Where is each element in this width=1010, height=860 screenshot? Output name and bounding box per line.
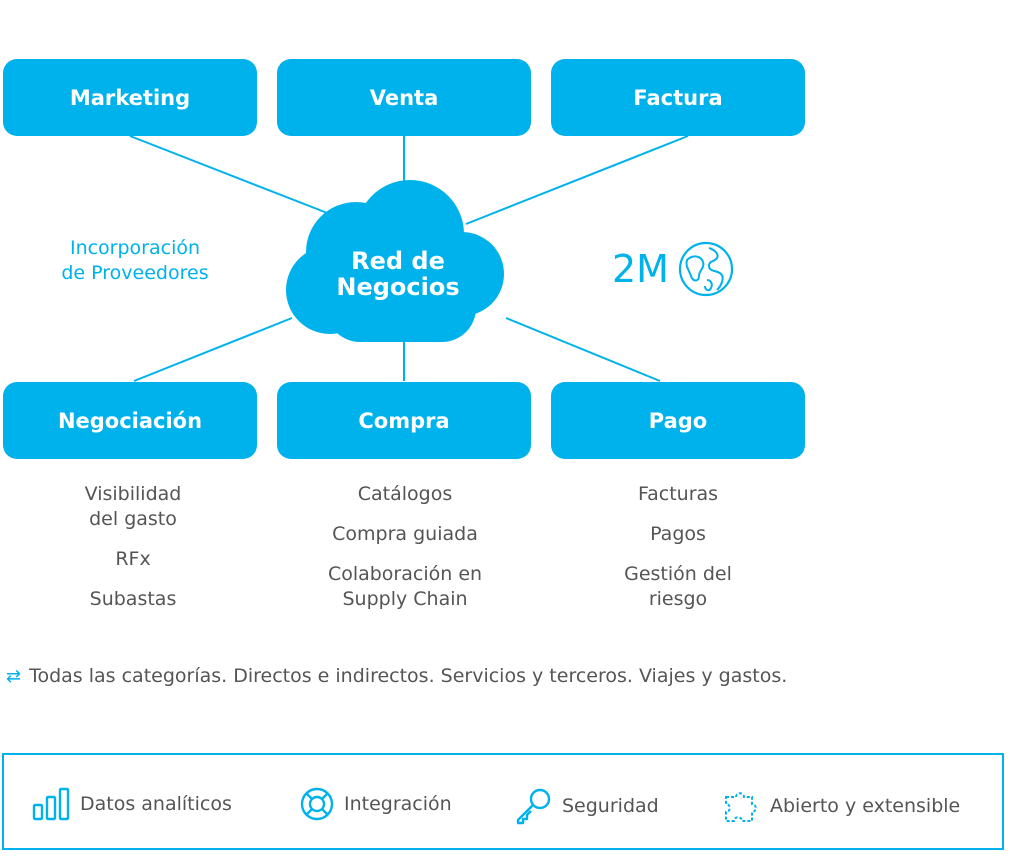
- cloud-label-line2: Negocios: [336, 273, 460, 301]
- feature-label: Seguridad: [562, 795, 659, 817]
- node-venta: Venta: [277, 59, 531, 136]
- feature-extensible: Abierto y extensible: [722, 787, 960, 825]
- categories-text: Todas las categorías. Directos e indirec…: [29, 665, 788, 687]
- onboarding-line1: Incorporación: [69, 237, 201, 259]
- feature-label: Datos analíticos: [80, 793, 232, 815]
- onboarding-line2: de Proveedores: [61, 262, 209, 284]
- connector-pago: [505, 317, 661, 382]
- feature-integration: Integración: [300, 787, 452, 821]
- feature-security: Seguridad: [514, 787, 659, 825]
- network-size: 2M: [612, 240, 735, 298]
- detail-item: RFx: [115, 548, 151, 570]
- detail-item: Catálogos: [357, 483, 453, 505]
- features-bar: Datos analíticos Integración Seguridad A…: [2, 753, 1004, 850]
- cloud-icon: [286, 180, 504, 342]
- onboarding-label: Incorporación de Proveedores: [30, 236, 240, 286]
- feature-label: Integración: [344, 793, 452, 815]
- detail-item: Gestión del riesgo: [624, 563, 732, 610]
- connector-negociacion: [133, 317, 293, 382]
- key-icon: [516, 788, 551, 825]
- network-size-value: 2M: [612, 247, 669, 291]
- compra-details: Catálogos Compra guiada Colaboración en …: [278, 482, 532, 627]
- detail-item: Pagos: [650, 523, 706, 545]
- feature-analytics: Datos analíticos: [32, 787, 232, 821]
- detail-item: Subastas: [89, 588, 177, 610]
- node-factura: Factura: [551, 59, 805, 136]
- node-negociacion: Negociación: [3, 382, 257, 459]
- lifebuoy-icon: [300, 787, 334, 821]
- detail-item: Visibilidad del gasto: [84, 483, 182, 530]
- cloud-label-line1: Red de: [351, 247, 445, 275]
- node-marketing: Marketing: [3, 59, 257, 136]
- connector-lines: [129, 135, 689, 382]
- globe-icon: [678, 241, 734, 297]
- detail-item: Facturas: [637, 483, 719, 505]
- connector-marketing: [129, 135, 336, 217]
- cloud-label: Red de Negocios: [318, 248, 478, 300]
- detail-item: Compra guiada: [332, 523, 478, 545]
- feature-label: Abierto y extensible: [770, 795, 961, 817]
- categories-line: ⇄ Todas las categorías. Directos e indir…: [6, 665, 787, 687]
- negociacion-details: Visibilidad del gasto RFx Subastas: [6, 482, 260, 627]
- node-compra: Compra: [277, 382, 531, 459]
- puzzle-icon: [725, 792, 757, 822]
- node-pago: Pago: [551, 382, 805, 459]
- detail-item: Colaboración en Supply Chain: [327, 563, 483, 610]
- swap-arrows-icon: ⇄: [6, 665, 22, 687]
- bar-chart-icon: [32, 787, 70, 821]
- pago-details: Facturas Pagos Gestión del riesgo: [551, 482, 805, 627]
- connector-factura: [465, 135, 689, 225]
